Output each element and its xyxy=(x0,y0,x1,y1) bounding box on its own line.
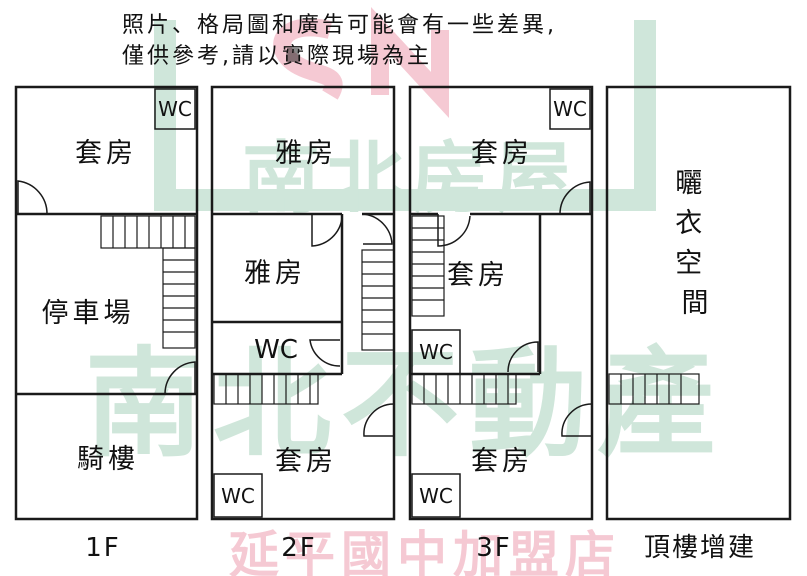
watermark-logo-frame xyxy=(154,20,656,211)
floor-1f-room-top: 套房 xyxy=(75,138,137,169)
notice-line-2: 僅供參考,請以實際現場為主 xyxy=(122,44,432,69)
floor-2f-room-mid: 雅房 xyxy=(244,258,306,289)
floor-roof-label: 頂樓增建 xyxy=(644,533,756,563)
floor-3f-room-bottom: 套房 xyxy=(471,446,533,477)
floor-1f-room-mid: 停車場 xyxy=(42,298,135,329)
wc-box xyxy=(411,473,461,518)
door-swing xyxy=(559,181,591,215)
floor-1f-room-bottom: 騎樓 xyxy=(77,444,139,475)
floor-2f: 雅房 雅房 WC 套房 WC 2F xyxy=(210,85,396,563)
floor-3f-room-top: 套房 xyxy=(471,138,533,169)
door-swing xyxy=(437,214,471,247)
notice-line-1: 照片、格局圖和廣告可能會有一些差異, xyxy=(122,13,557,38)
floor-3f: WC 套房 套房 WC 套房 WC 3F xyxy=(408,85,594,563)
floor-3f-room-mid: 套房 xyxy=(447,260,509,291)
floor-3f-outline xyxy=(408,85,594,521)
floor-2f-label: 2F xyxy=(281,533,317,563)
floor-1f-wc-label: WC xyxy=(158,97,192,121)
floor-1f: WC 套房 停車場 騎樓 1F xyxy=(14,85,199,563)
floor-2f-room-top: 雅房 xyxy=(275,138,337,169)
wc-box xyxy=(549,88,591,130)
staircase xyxy=(213,249,395,405)
floor-roof: 曬 衣 空 間 頂樓增建 xyxy=(605,85,792,563)
floor-roof-outline xyxy=(605,85,792,521)
wc-box xyxy=(213,473,263,518)
door-swing xyxy=(507,341,539,373)
watermark-logo xyxy=(273,6,449,119)
watermark-store: 延平國中加盟店 xyxy=(229,526,621,576)
wc-box xyxy=(154,88,196,130)
floor-3f-label: 3F xyxy=(476,533,512,563)
floor-1f-label: 1F xyxy=(85,533,121,563)
floor-3f-wc-bottom: WC xyxy=(419,484,453,508)
door-swing xyxy=(311,214,343,247)
floor-2f-wc-mid: WC xyxy=(254,335,298,365)
door-swing xyxy=(362,213,393,245)
door-swing xyxy=(309,339,341,367)
floor-3f-wc-top: WC xyxy=(553,97,587,121)
staircase xyxy=(608,373,700,405)
watermark-brand-small: 南北房屋 xyxy=(242,134,578,224)
door-swing xyxy=(561,403,593,437)
door-swing xyxy=(164,361,196,395)
door-swing xyxy=(363,403,395,437)
door-swing xyxy=(17,180,48,215)
floor-3f-wc-mid: WC xyxy=(419,340,453,364)
floor-roof-room: 曬 衣 空 間 xyxy=(675,168,719,319)
staircase xyxy=(411,215,517,405)
floor-2f-wc-bottom: WC xyxy=(221,484,255,508)
floor-1f-outline xyxy=(14,85,199,521)
floor-2f-room-bottom: 套房 xyxy=(275,446,337,477)
staircase xyxy=(100,215,196,349)
